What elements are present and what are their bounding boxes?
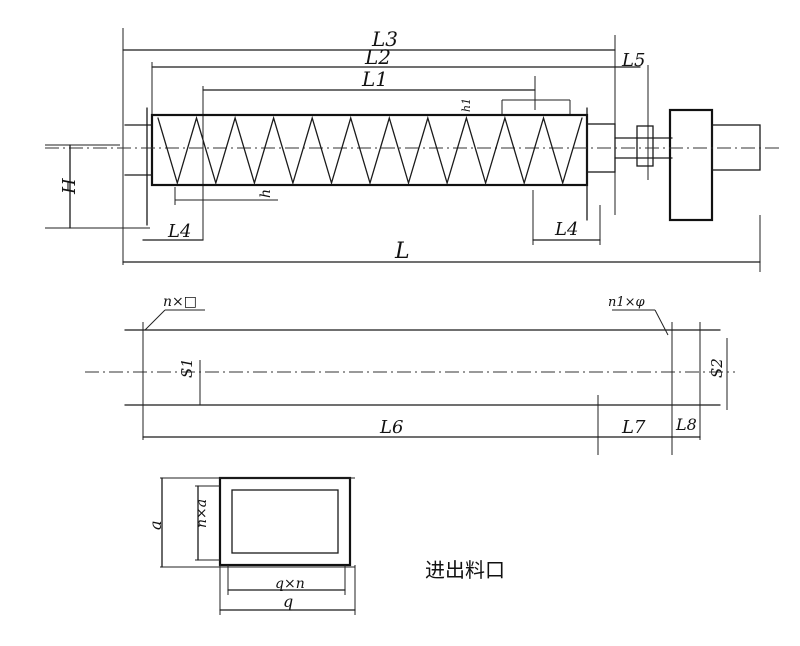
label-n1-phi: n1×φ bbox=[608, 295, 646, 310]
label-L7: L7 bbox=[621, 417, 646, 438]
leader-n1-phi bbox=[654, 309, 669, 336]
port-caption: 进出料口 bbox=[425, 558, 505, 582]
label-L: L bbox=[394, 239, 410, 264]
drive-unit bbox=[668, 108, 714, 222]
label-S2: S2 bbox=[708, 358, 726, 378]
label-L3: L3 bbox=[371, 27, 398, 51]
label-L1: L1 bbox=[361, 67, 388, 91]
port-opening bbox=[231, 489, 339, 554]
label-L4-right: L4 bbox=[554, 219, 578, 240]
coupling bbox=[636, 125, 654, 167]
label-q: q bbox=[283, 592, 293, 611]
label-q-n: q×n bbox=[275, 576, 305, 592]
port-detail: a n×a q×n q 进出料口 bbox=[146, 476, 505, 615]
label-n-box: n×□ bbox=[163, 294, 197, 310]
screw-flight-line bbox=[157, 115, 583, 186]
label-h1: h1 bbox=[460, 98, 473, 112]
label-h: h bbox=[258, 189, 274, 198]
screw-flights bbox=[157, 115, 583, 186]
label-L4-left: L4 bbox=[167, 221, 191, 242]
label-L5: L5 bbox=[621, 50, 645, 71]
label-H: H bbox=[59, 178, 80, 195]
leader-n-box bbox=[144, 309, 166, 331]
foundation-plan: n×□ n1×φ S1 S2 L6 L7 L8 bbox=[85, 294, 735, 455]
label-a: a bbox=[146, 520, 165, 530]
label-L2: L2 bbox=[364, 45, 391, 69]
conveyor-elevation: L3 L2 L1 L5 h1 bbox=[45, 27, 780, 272]
port-flange-outer bbox=[218, 476, 352, 567]
label-L6: L6 bbox=[379, 417, 403, 438]
label-L8: L8 bbox=[675, 415, 697, 434]
label-S1: S1 bbox=[178, 358, 196, 378]
label-n-a: n×a bbox=[194, 499, 210, 528]
